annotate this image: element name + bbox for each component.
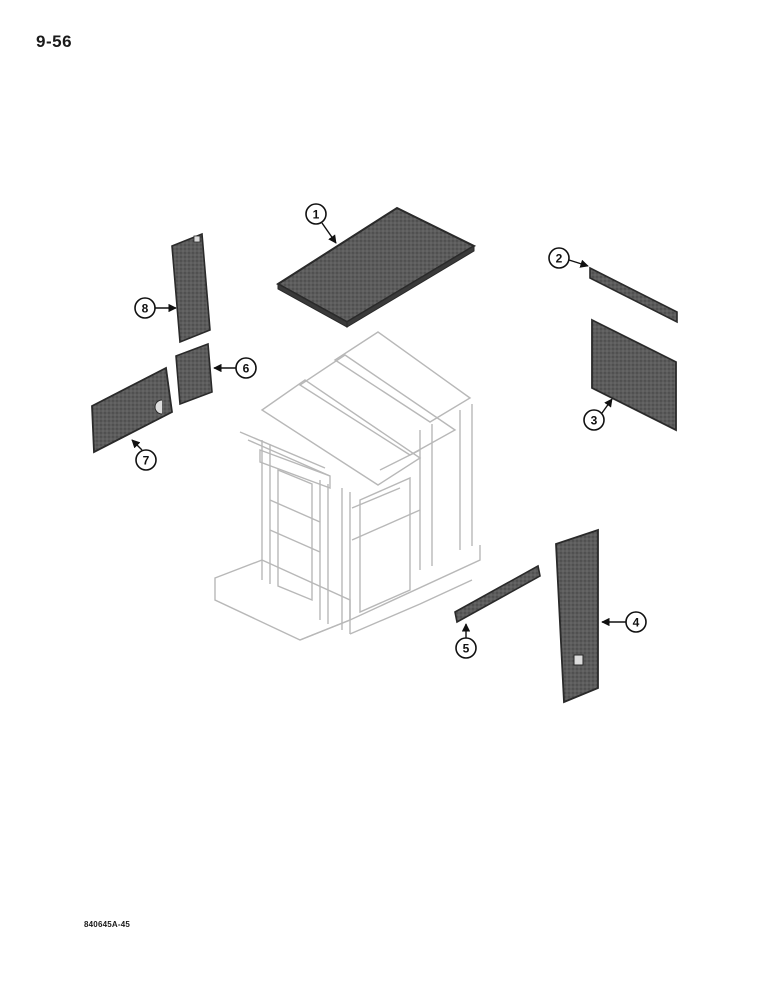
page-number: 9-56: [36, 32, 73, 51]
part-5-lower-strip: [454, 564, 541, 624]
callout-6: 6: [213, 357, 257, 379]
callout-8: 8: [134, 297, 177, 319]
part-3-rear-panel: [591, 318, 677, 432]
part-4-side-panel: [555, 528, 599, 704]
callout-8-label: 8: [142, 302, 149, 316]
callout-1-label: 1: [313, 208, 320, 222]
callout-5-label: 5: [463, 642, 470, 656]
cab-frame: [214, 331, 481, 641]
part-6-small-panel: [175, 342, 213, 406]
callout-4-label: 4: [633, 616, 640, 630]
figure-code: 840645A-45: [84, 920, 131, 929]
callout-4: 4: [601, 611, 647, 633]
part-8-tall-panel: [171, 232, 211, 344]
callout-7: 7: [131, 439, 157, 471]
part-7-panel-with-cutout: [91, 366, 173, 454]
callout-5: 5: [455, 623, 477, 659]
callout-3: 3: [583, 398, 613, 431]
callout-2: 2: [548, 247, 589, 269]
callout-3-label: 3: [591, 414, 598, 428]
callout-7-label: 7: [143, 454, 150, 468]
part-2-upper-strip: [589, 266, 678, 324]
part-1-roof-panel: [276, 206, 477, 328]
callout-6-label: 6: [243, 362, 250, 376]
callout-2-label: 2: [556, 252, 563, 266]
callout-1: 1: [305, 203, 337, 244]
